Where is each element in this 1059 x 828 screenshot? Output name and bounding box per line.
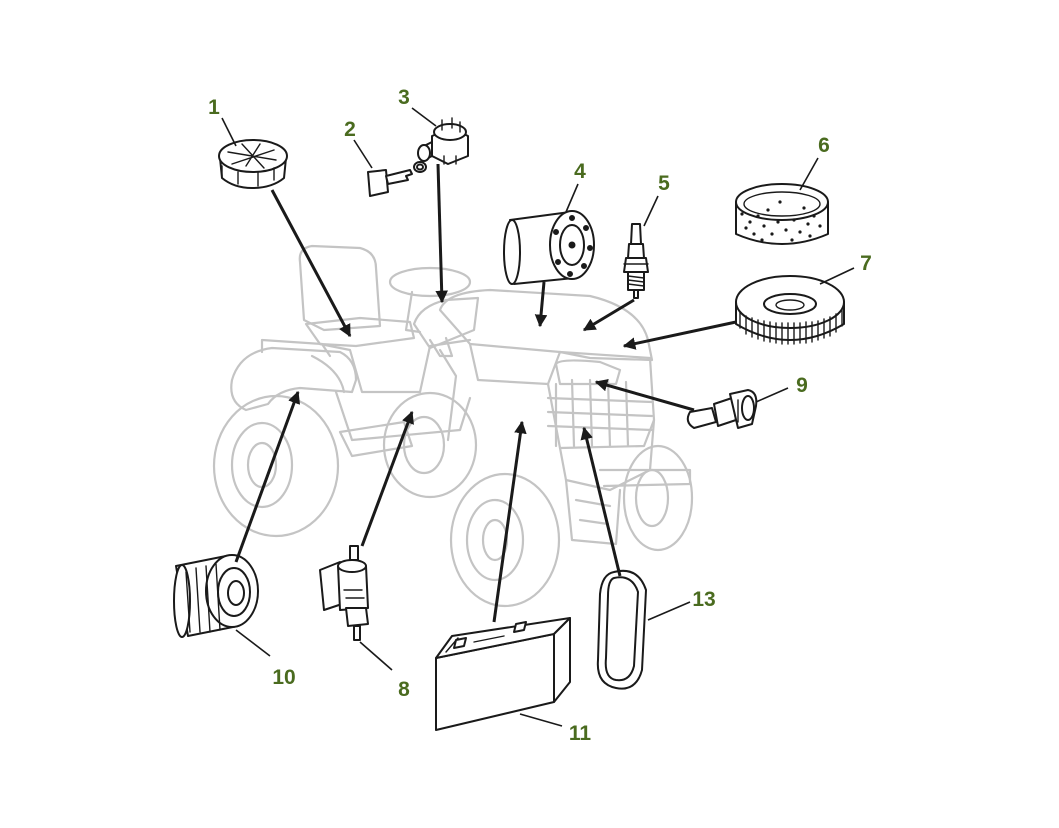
callout-3: 3: [398, 86, 410, 109]
headlight-bulb-icon: [686, 389, 758, 429]
callout-7: 7: [860, 252, 872, 275]
oil-filter-icon: [173, 554, 259, 638]
callout-6: 6: [818, 134, 830, 157]
ignition-key-icon: [367, 161, 427, 197]
callout-5: 5: [658, 172, 670, 195]
callout-9: 9: [796, 374, 808, 397]
callout-11: 11: [569, 722, 592, 745]
fuel-cap-icon: [218, 139, 288, 189]
spark-plug-icon: [623, 223, 649, 299]
callout-8: 8: [398, 678, 410, 701]
oil-filter-icon: [503, 210, 595, 285]
fuel-filter-icon: [319, 545, 369, 641]
air-filter-precleaner-icon: [735, 183, 829, 245]
callout-labels: 1 2 3 4 5 6 7 8 9 10 11 13: [208, 86, 872, 745]
callout-4: 4: [574, 160, 586, 183]
battery-icon: [435, 617, 571, 731]
callout-10: 10: [272, 666, 295, 689]
location-arrows: [234, 163, 737, 623]
callout-1: 1: [208, 96, 220, 119]
callout-13: 13: [692, 588, 715, 611]
air-filter-element-icon: [735, 275, 845, 345]
tractor-outline: [212, 244, 694, 608]
leader-lines: [221, 107, 855, 727]
drive-belt-icon: [596, 569, 647, 690]
callout-2: 2: [344, 118, 356, 141]
ignition-switch-icon: [417, 117, 469, 165]
